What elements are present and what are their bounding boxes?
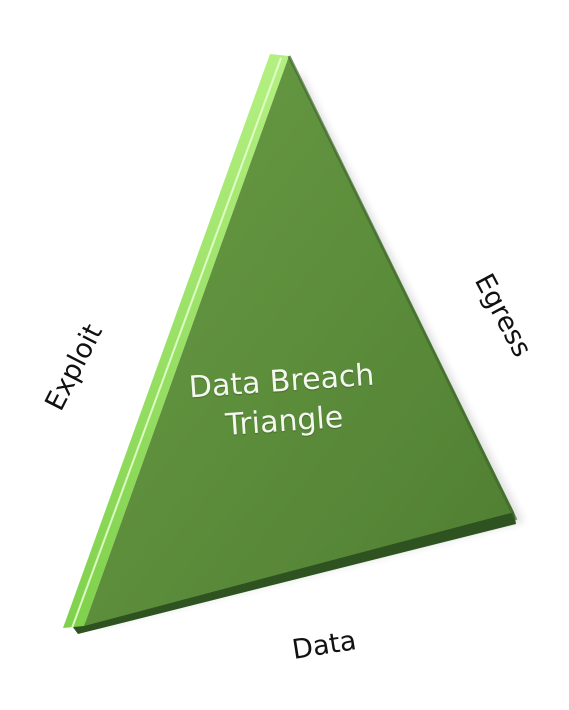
triangle-face bbox=[84, 56, 514, 626]
triangle-bottom-edge bbox=[72, 512, 516, 634]
diagram-title: Data Breach Triangle bbox=[175, 355, 390, 449]
triangle-left-edge bbox=[63, 54, 289, 628]
triangle-right-edge-shade bbox=[287, 55, 518, 521]
triangle-edge-highlight bbox=[71, 57, 282, 629]
